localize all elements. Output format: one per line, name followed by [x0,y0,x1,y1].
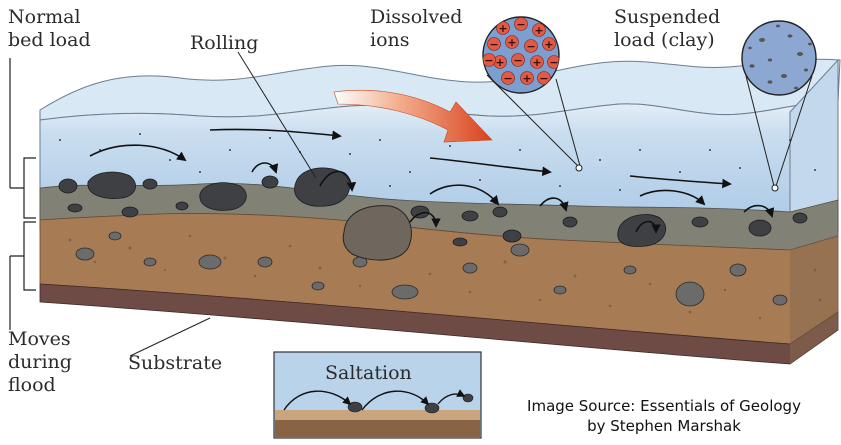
ion-6 [542,37,556,51]
image-source-credit: Image Source: Essentials of Geology by S… [494,396,834,436]
bedload-rocks [58,167,808,247]
substrate-label: Substrate [128,352,223,374]
normal-bed-load-bracket [9,58,36,219]
large-boulder [342,205,412,261]
ion-12 [520,71,534,85]
sediment-clasts [75,231,788,307]
source-line-2: by Stephen Marshak [587,417,741,435]
ion-sign-13: − [539,72,548,85]
suspended-load-zoom [741,20,817,192]
ion-sign-1: − [516,18,525,31]
rolling-leader [237,51,317,179]
ion-sign-9: + [532,56,541,69]
ion-sign-3: − [489,38,498,51]
ion-11 [501,71,515,85]
moves-during-flood-label: Moves during flood [8,328,72,396]
ion-10 [547,55,559,69]
ion-4 [505,35,519,49]
dissolved-ions-label: Dissolved ions [370,6,463,51]
source-line-1: Image Source: Essentials of Geology [527,397,801,415]
dissolved-ions-zoom: +−+−+−++−+−−+−− [482,16,583,172]
ion-5 [524,39,538,53]
ion-2 [532,23,546,37]
substrate-right-face [790,236,838,364]
ion-sign-4: + [507,36,516,49]
ion-8 [511,53,525,67]
ion-3 [487,37,501,51]
substrate-leader [129,317,211,357]
saltation-inset [273,351,482,439]
flow-arrows [89,128,775,234]
saltation-label: Saltation [325,362,412,384]
ion-sign-10: − [549,56,558,69]
ion-sign-7: + [495,56,504,69]
ion-sign-2: + [534,24,543,37]
ion-sign-6: + [544,38,553,51]
ion-sign-14: − [484,54,493,67]
suspended-load-label: Suspended load (clay) [614,6,721,51]
sediment-speckle [68,234,822,320]
flow-direction-arrow [333,89,493,143]
ion-9 [530,55,544,69]
normal-bed-load-label: Normal bed load [8,6,91,51]
rolling-label: Rolling [190,32,259,54]
ion-14 [483,53,496,67]
ion-sign-5: − [526,40,535,53]
ion-sign-0: + [498,22,507,35]
ion-1 [514,17,528,31]
ion-13 [537,71,551,85]
ion-sign-8: − [513,54,522,67]
ion-sign-12: + [522,72,531,85]
ion-sign-11: − [503,72,512,85]
flood-load-bracket [9,221,36,330]
